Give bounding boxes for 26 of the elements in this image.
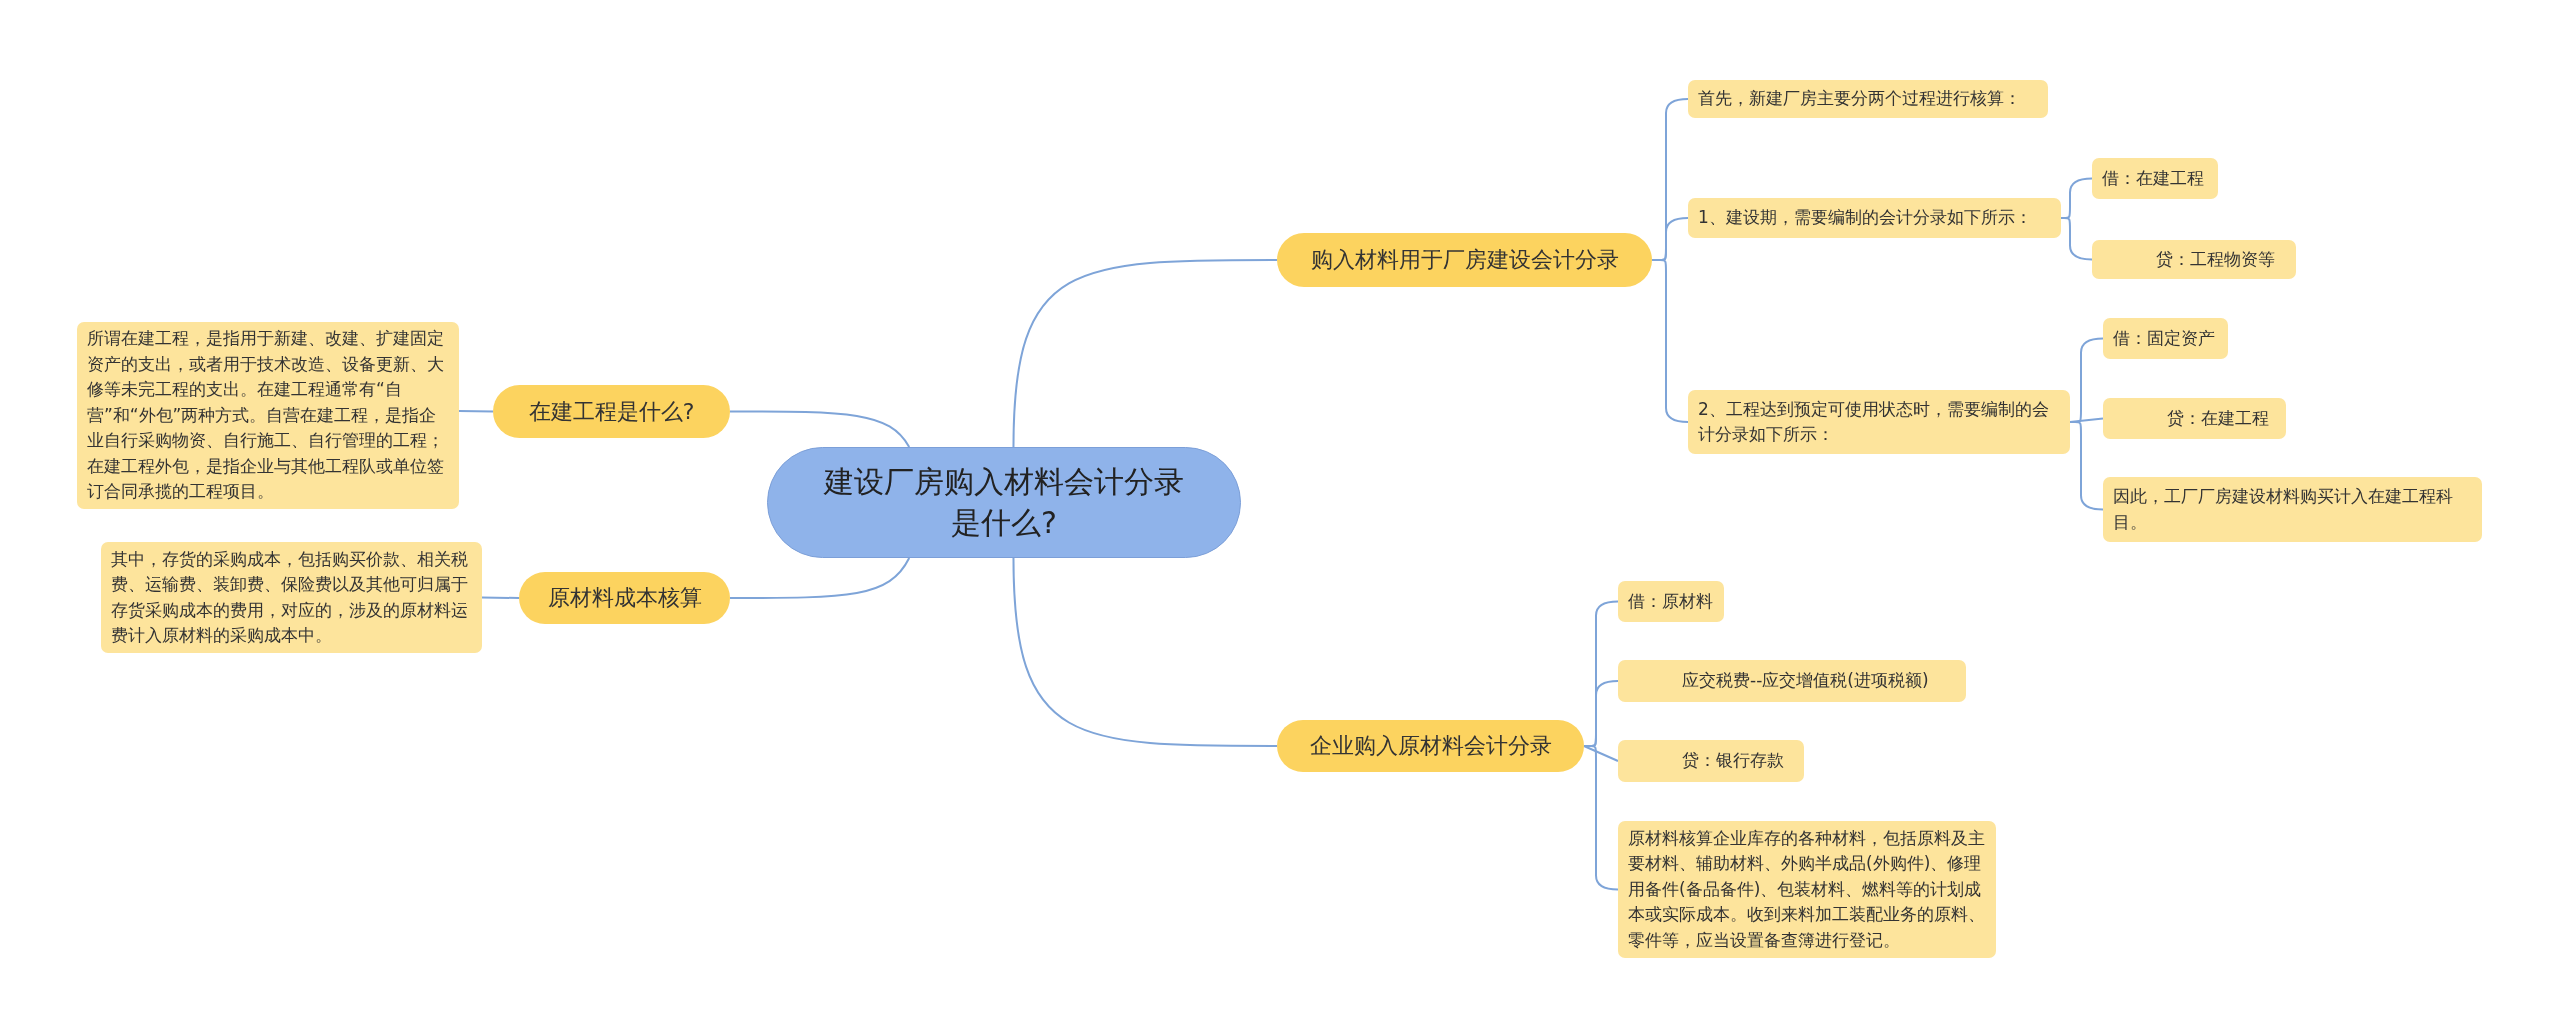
branch-topic: 原材料成本核算 xyxy=(519,572,730,624)
leaf-topic: 贷：工程物资等 xyxy=(2092,240,2296,279)
leaf-topic: 应交税费--应交增值税(进项税额) xyxy=(1618,660,1966,702)
connector xyxy=(1012,259,1278,448)
connector xyxy=(1012,557,1278,747)
leaf-topic: 1、建设期，需要编制的会计分录如下所示： xyxy=(1688,198,2061,238)
branch-topic: 在建工程是什么? xyxy=(493,385,730,438)
connector xyxy=(1583,745,1619,762)
leaf-topic: 贷：在建工程 xyxy=(2103,398,2286,439)
central-topic: 建设厂房购入材料会计分录是什么? xyxy=(767,447,1241,558)
leaf-topic: 2、工程达到预定可使用状态时，需要编制的会计分录如下所示： xyxy=(1688,390,2070,454)
leaf-topic: 借：固定资产 xyxy=(2103,318,2228,359)
leaf-topic: 所谓在建工程，是指用于新建、改建、扩建固定资产的支出，或者用于技术改造、设备更新、大修等未完工程的支出。在建工程通常有“自营”和“外包”两种方式。自营在建工程，是指企业自行采购物资、自行施工、自行管理的工程；在建工程外包，是指企业与其他工程队或单位签订合同承揽的工程项目。 xyxy=(77,322,459,509)
connector xyxy=(458,410,494,413)
connector xyxy=(481,596,520,599)
leaf-topic: 原材料核算企业库存的各种材料，包括原料及主要材料、辅助材料、外购半成品(外购件)、修理用备件(备品备件)、包装材料、燃料等的计划成本或实际成本。收到来料加工装配业务的原料、零件等，应当设置备查簿进行登记。 xyxy=(1618,821,1996,958)
leaf-topic: 首先，新建厂房主要分两个过程进行核算： xyxy=(1688,80,2048,118)
leaf-topic: 因此，工厂厂房建设材料购买计入在建工程科目。 xyxy=(2103,477,2482,542)
branch-topic: 购入材料用于厂房建设会计分录 xyxy=(1277,233,1652,287)
leaf-topic: 借：原材料 xyxy=(1618,581,1724,622)
connector xyxy=(729,557,911,599)
leaf-topic: 借：在建工程 xyxy=(2092,158,2218,199)
connector xyxy=(729,410,911,448)
branch-topic: 企业购入原材料会计分录 xyxy=(1277,720,1584,772)
leaf-topic: 其中，存货的采购成本，包括购买价款、相关税费、运输费、装卸费、保险费以及其他可归属于存货采购成本的费用，对应的，涉及的原材料运费计入原材料的采购成本中。 xyxy=(101,542,482,653)
leaf-topic: 贷：银行存款 xyxy=(1618,740,1804,782)
